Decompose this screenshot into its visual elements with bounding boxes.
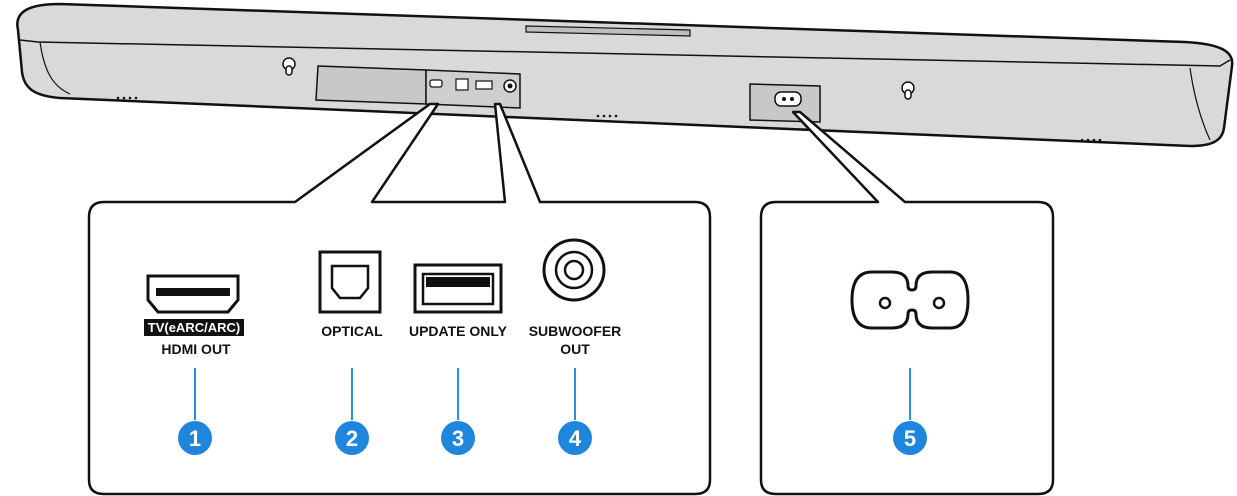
terminal-callout-panel bbox=[87, 102, 712, 496]
callout-badge-5: 5 bbox=[893, 421, 927, 455]
hdmi-port-icon bbox=[146, 274, 240, 314]
subwoofer-label-line2: OUT bbox=[560, 341, 590, 357]
hdmi-label: HDMI OUT bbox=[161, 341, 231, 357]
optical-port-icon bbox=[318, 250, 382, 314]
soundbar-rear-view bbox=[16, 2, 1234, 148]
usb-label: UPDATE ONLY bbox=[409, 323, 508, 339]
callout-badge-2: 2 bbox=[335, 421, 369, 455]
callout-badge-4: 4 bbox=[558, 421, 592, 455]
callout-badge-3: 3 bbox=[441, 421, 475, 455]
wall-mount-hole-right bbox=[901, 81, 915, 100]
usb-port-icon bbox=[413, 263, 503, 314]
wall-mount-hole-left bbox=[282, 57, 296, 76]
svg-text:4: 4 bbox=[569, 426, 582, 451]
subwoofer-label-line1: SUBWOOFER bbox=[529, 323, 622, 339]
subwoofer-out-icon bbox=[542, 238, 606, 302]
svg-text:5: 5 bbox=[904, 426, 916, 451]
callout-leader-lines bbox=[194, 368, 911, 420]
optical-label: OPTICAL bbox=[321, 323, 383, 339]
power-inlet-icon bbox=[850, 270, 970, 330]
hdmi-label-highlight-bg bbox=[144, 319, 244, 336]
svg-text:3: 3 bbox=[452, 426, 464, 451]
svg-text:2: 2 bbox=[346, 426, 358, 451]
svg-text:1: 1 bbox=[189, 426, 201, 451]
callout-badge-1: 1 bbox=[178, 421, 212, 455]
hdmi-label-highlight: TV(eARC/ARC) bbox=[148, 320, 240, 335]
